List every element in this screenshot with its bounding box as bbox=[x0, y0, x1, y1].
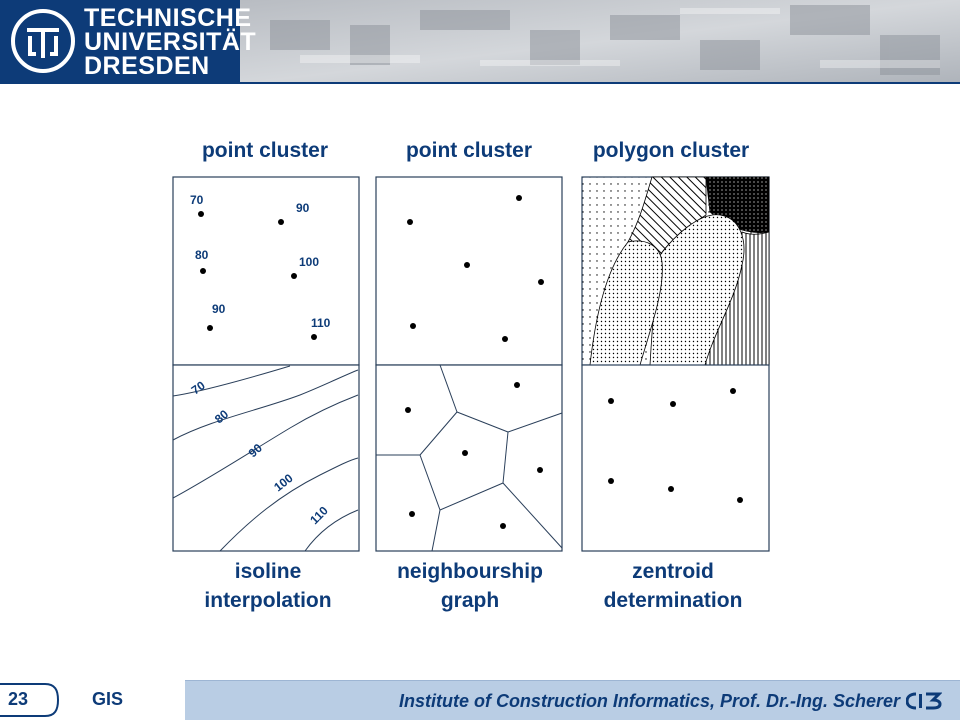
data-point bbox=[200, 268, 206, 274]
logo-line-1: TECHNISCHE bbox=[84, 4, 252, 32]
polygon-dotted-left bbox=[589, 240, 663, 366]
ci3-logo-icon bbox=[906, 692, 942, 710]
point-label: 80 bbox=[195, 248, 209, 262]
caption-line: neighbourship bbox=[397, 560, 543, 583]
isoline bbox=[172, 365, 291, 397]
university-emblem-icon bbox=[11, 9, 75, 73]
header-divider bbox=[240, 82, 960, 84]
data-point bbox=[514, 382, 520, 388]
point-label: 90 bbox=[212, 302, 226, 316]
column-title-1: point cluster bbox=[201, 139, 328, 162]
column-caption-1: isoline interpolation bbox=[158, 557, 378, 615]
logo-line-3: DRESDEN bbox=[84, 52, 210, 80]
panel-neighbourship-graph bbox=[375, 364, 563, 552]
footer-bar: 23 GIS Institute of Construction Informa… bbox=[0, 680, 960, 720]
data-point bbox=[462, 450, 468, 456]
footer-institute-bar: Institute of Construction Informatics, P… bbox=[185, 680, 960, 720]
data-point bbox=[407, 219, 413, 225]
header-photo bbox=[240, 0, 960, 84]
data-point bbox=[311, 334, 317, 340]
polygon-dotted-right bbox=[649, 214, 745, 366]
caption-line: interpolation bbox=[204, 589, 332, 612]
point-label: 100 bbox=[299, 255, 319, 269]
data-point bbox=[464, 262, 470, 268]
caption-line: determination bbox=[603, 589, 743, 612]
logo-line-2: UNIVERSITÄT bbox=[84, 28, 257, 56]
data-point bbox=[410, 323, 416, 329]
isoline bbox=[172, 394, 359, 499]
data-point bbox=[291, 273, 297, 279]
point-label: 110 bbox=[311, 316, 331, 330]
university-logo-block: TECHNISCHE UNIVERSITÄT DRESDEN bbox=[0, 0, 256, 84]
header-banner: TECHNISCHE UNIVERSITÄT DRESDEN bbox=[0, 0, 960, 84]
page-number: 23 bbox=[8, 689, 29, 709]
data-point bbox=[538, 279, 544, 285]
data-point bbox=[409, 511, 415, 517]
centroid-point bbox=[670, 401, 676, 407]
panel-polygon-cluster bbox=[581, 176, 770, 366]
institute-name: Institute of Construction Informatics, P… bbox=[398, 691, 900, 711]
isoline bbox=[172, 369, 359, 441]
column-caption-2: neighbourship graph bbox=[360, 557, 580, 615]
point-label: 90 bbox=[296, 201, 310, 215]
page-number-tab-icon bbox=[0, 683, 60, 717]
centroid-point bbox=[608, 478, 614, 484]
panel-isolines: 70 80 90 100 110 bbox=[172, 364, 360, 552]
column-caption-3: zentroid determination bbox=[563, 557, 783, 615]
centroid-point bbox=[730, 388, 736, 394]
university-name: TECHNISCHE UNIVERSITÄT DRESDEN bbox=[84, 4, 257, 80]
isoline bbox=[219, 457, 359, 552]
data-point bbox=[405, 407, 411, 413]
data-point bbox=[502, 336, 508, 342]
panel-point-values: 70 90 80 100 90 110 bbox=[172, 176, 360, 366]
point-label: 70 bbox=[190, 193, 204, 207]
panel-centroids bbox=[581, 364, 770, 552]
data-point bbox=[278, 219, 284, 225]
data-point bbox=[207, 325, 213, 331]
centroid-point bbox=[668, 486, 674, 492]
panel-points bbox=[375, 176, 563, 366]
data-point bbox=[500, 523, 506, 529]
column-title-3: polygon cluster bbox=[592, 139, 750, 162]
data-point bbox=[516, 195, 522, 201]
isoline bbox=[304, 509, 359, 552]
column-title-2: point cluster bbox=[405, 139, 532, 162]
centroid-point bbox=[737, 497, 743, 503]
data-point bbox=[198, 211, 204, 217]
data-point bbox=[537, 467, 543, 473]
centroid-point bbox=[608, 398, 614, 404]
course-label: GIS bbox=[92, 689, 124, 709]
caption-line: isoline bbox=[234, 560, 302, 583]
caption-line: zentroid bbox=[632, 560, 714, 583]
caption-line: graph bbox=[440, 589, 500, 612]
footer-left: 23 GIS bbox=[0, 680, 185, 720]
